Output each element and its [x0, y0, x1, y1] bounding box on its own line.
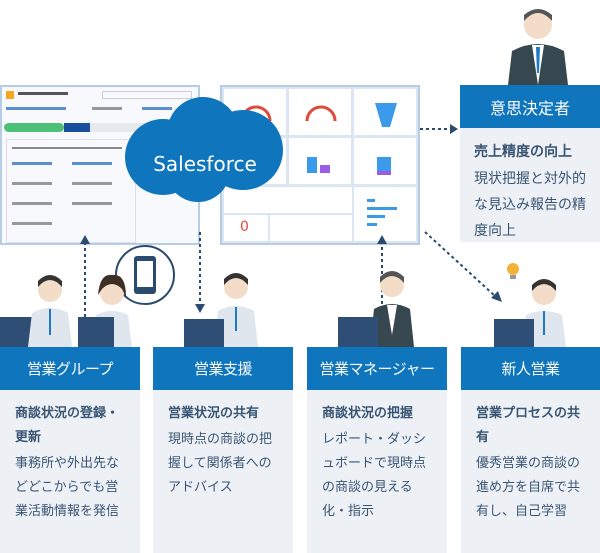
- role-subtitle: 営業プロセスの共有: [476, 406, 581, 445]
- role-description: 現時点の商談の把握して関係者へのアドバイス: [168, 432, 273, 495]
- decision-maker-illustration: [508, 9, 568, 85]
- lightbulb-icon: [507, 263, 519, 279]
- salesforce-cloud-icon: [125, 97, 283, 202]
- role-description: 優秀営業の商談の進め方を自席で共有し、自己学習: [476, 456, 581, 519]
- new-sales-person: [494, 279, 566, 347]
- arrow-newcomer-down: [424, 231, 496, 297]
- role-title: 営業グループ: [0, 347, 140, 390]
- role-title: 営業支援: [153, 347, 293, 390]
- decision-maker-description: 現状把握と対外的な見込み報告の精度向上: [474, 171, 586, 239]
- path-complete: [4, 123, 64, 132]
- salesforce-label: Salesforce: [153, 152, 257, 176]
- decision-maker-title: 意思決定者: [460, 85, 600, 128]
- decision-maker-subtitle: 売上精度の向上: [474, 144, 572, 160]
- role-title: 新人営業: [461, 347, 600, 390]
- role-card-sales-support: 営業支援 営業状況の共有 現時点の商談の把握して関係者へのアドバイス: [153, 347, 293, 553]
- dashboard-zero-value: 0: [240, 219, 249, 235]
- role-card-sales-manager: 営業マネージャー 商談状況の把握 レポート・ダッシュボードで現時点の商談の見える…: [307, 347, 447, 553]
- role-card-new-sales: 新人営業 営業プロセスの共有 優秀営業の商談の進め方を自席で共有し、自己学習: [461, 347, 600, 553]
- record-icon: [6, 91, 14, 99]
- role-subtitle: 営業状況の共有: [168, 406, 260, 421]
- role-title: 営業マネージャー: [307, 347, 447, 390]
- decision-maker-card: 意思決定者 売上精度の向上 現状把握と対外的な見込み報告の精度向上: [460, 85, 600, 242]
- sales-support-person: [184, 273, 258, 347]
- smartphone-icon: [115, 245, 175, 305]
- role-description: 事務所や外出先などどこからでも営業活動情報を発信: [15, 456, 120, 519]
- role-card-sales-group: 営業グループ 商談状況の登録・更新 事務所や外出先などどこからでも営業活動情報を…: [0, 347, 140, 553]
- sales-group-people: [0, 274, 132, 347]
- role-subtitle: 商談状況の登録・更新: [15, 406, 120, 445]
- role-subtitle: 商談状況の把握: [322, 406, 414, 421]
- staff-illustrations: [0, 271, 566, 347]
- sales-manager-person: [338, 271, 414, 347]
- role-description: レポート・ダッシュボードで現時点の商談の見える化・指示: [322, 432, 427, 519]
